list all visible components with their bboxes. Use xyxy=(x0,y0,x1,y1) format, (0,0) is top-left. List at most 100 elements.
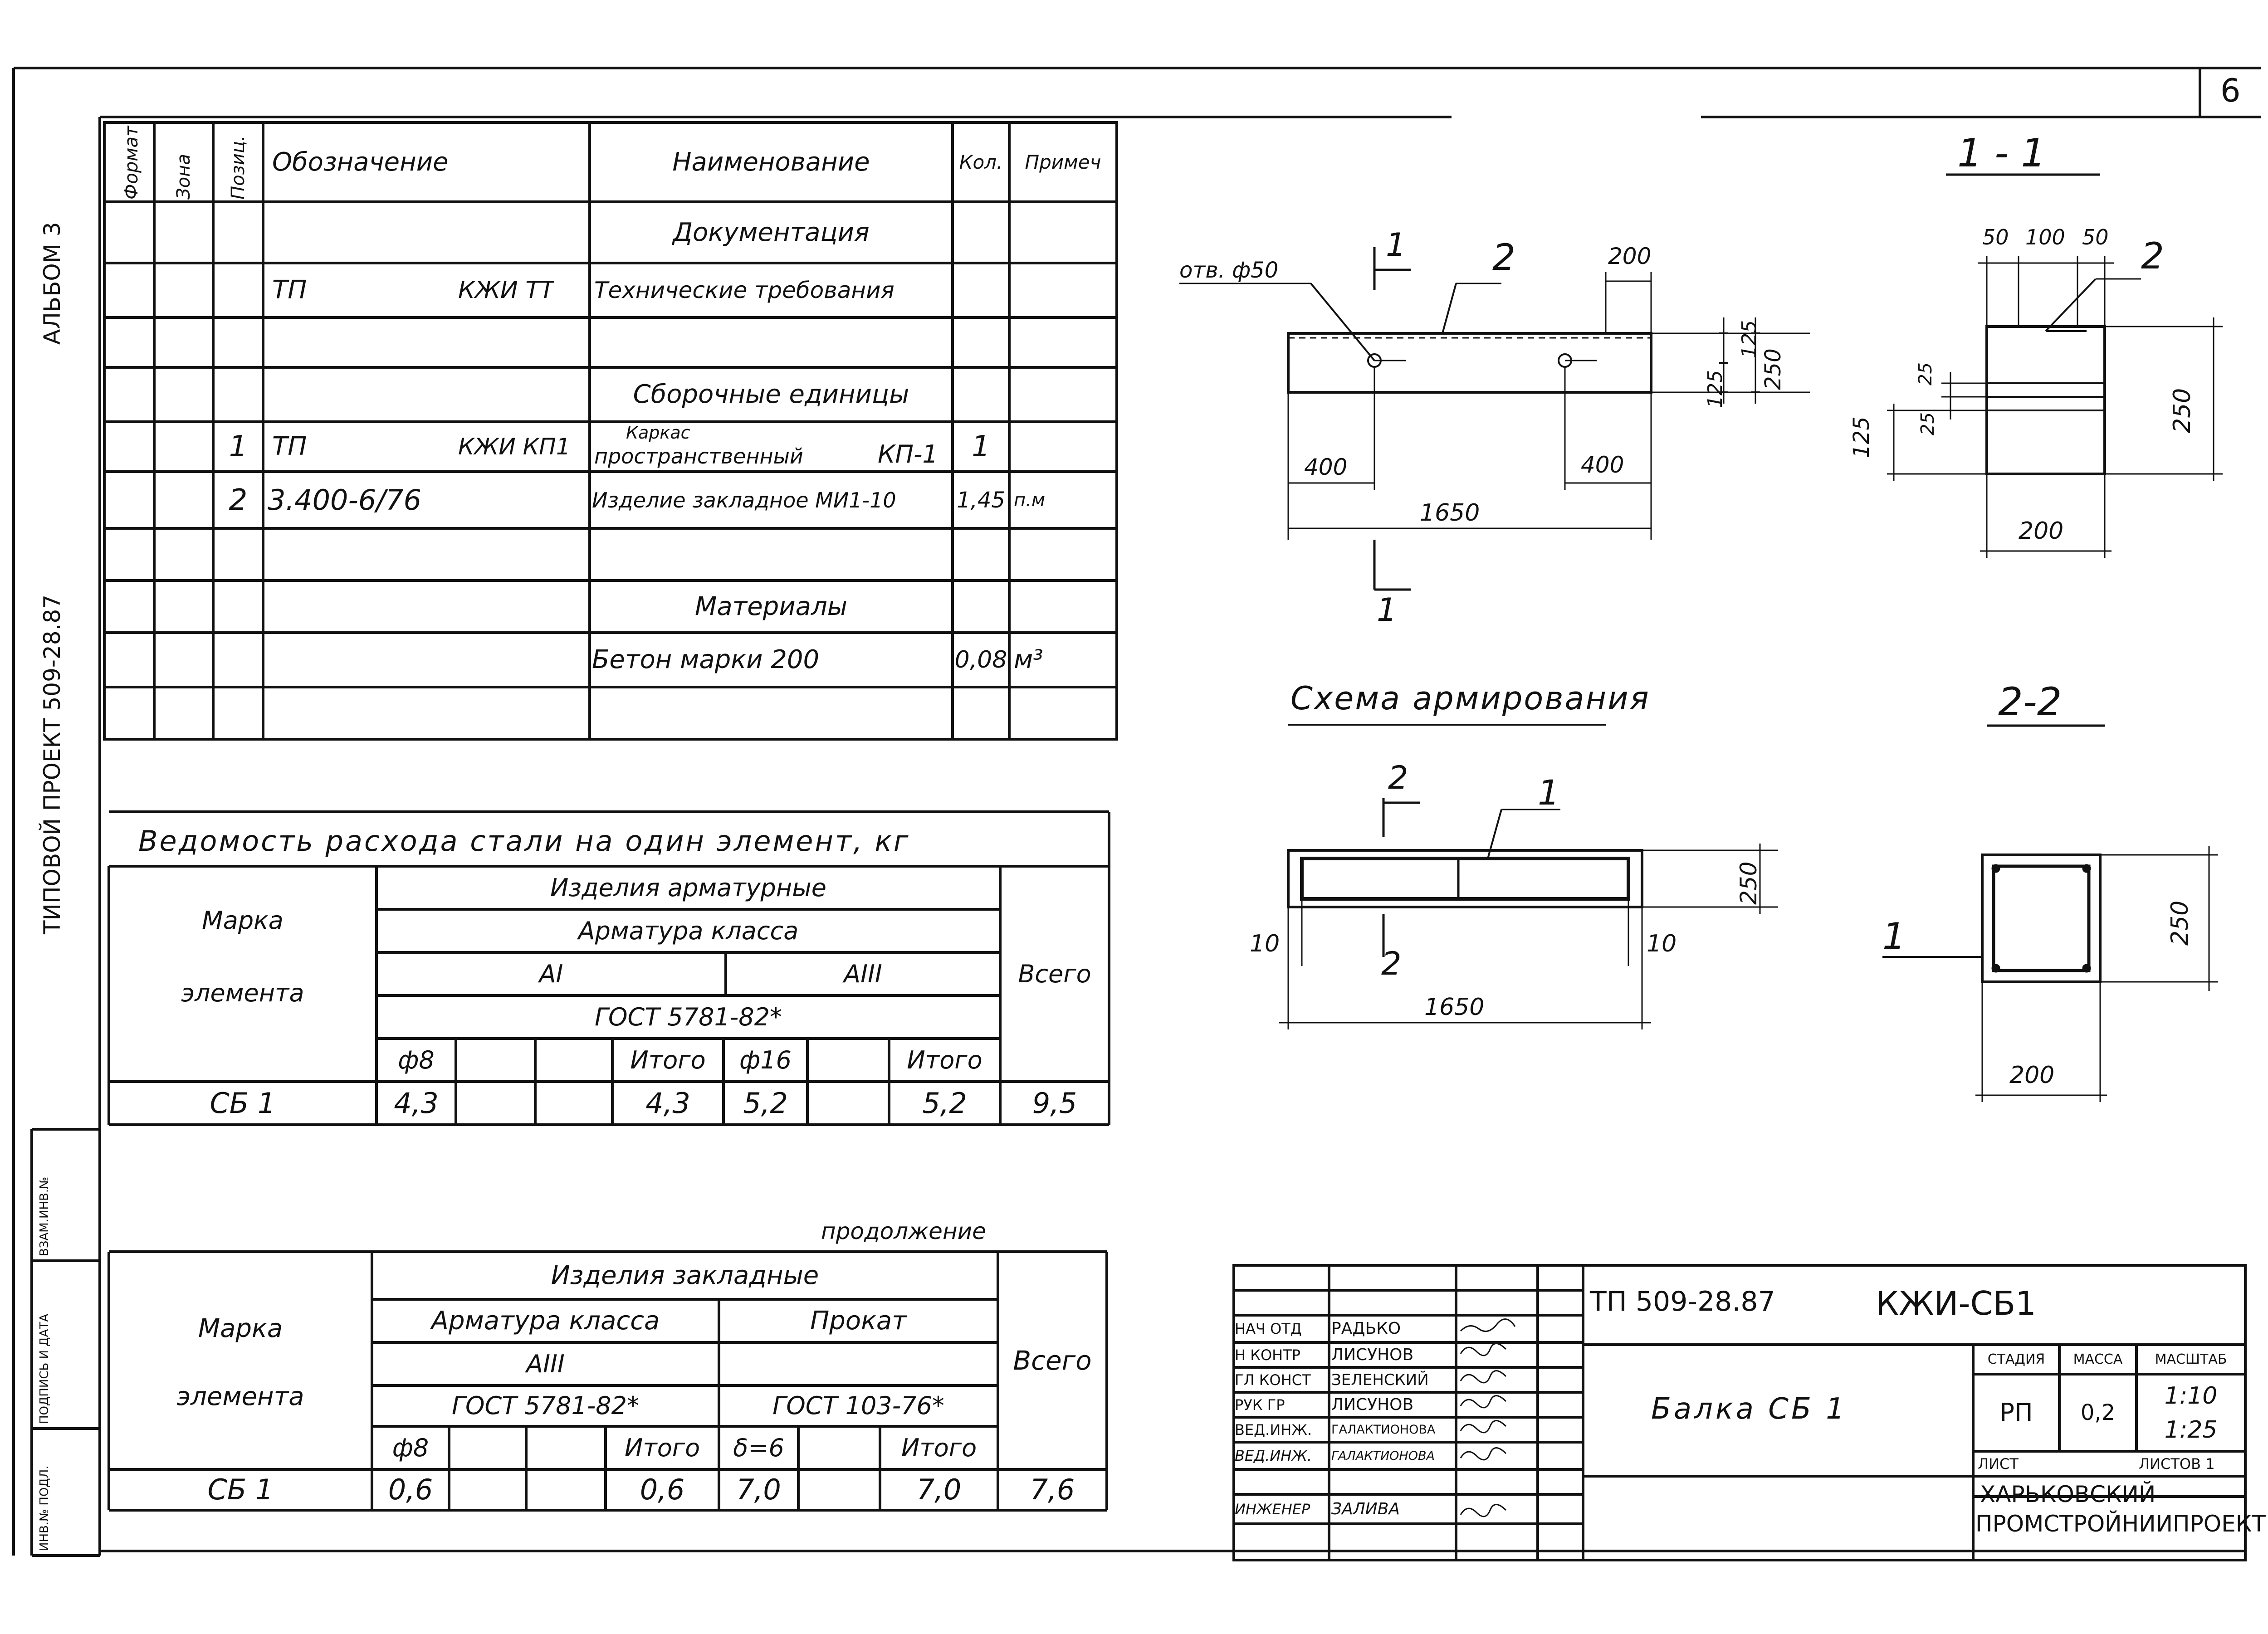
steel1-h-f16: ф16 xyxy=(739,1045,792,1074)
sec22-dim-250: 250 xyxy=(2166,900,2194,946)
steel2-h-d6: δ=6 xyxy=(733,1433,784,1462)
steel1-aiii: АIII xyxy=(844,959,882,988)
sec11-dim-50b: 50 xyxy=(2082,225,2109,249)
stamp-header-massa: МАССА xyxy=(2073,1351,2123,1367)
stamp-list: ЛИСТ xyxy=(1978,1455,2019,1473)
spec-header-zona: Зона xyxy=(173,154,194,200)
sec11-dim-125: 125 xyxy=(1849,416,1874,458)
stamp-role: ВЕД.ИНЖ. xyxy=(1235,1447,1312,1464)
steel2-aiii: АIII xyxy=(526,1349,565,1378)
spec-row1-code-a: ТП xyxy=(272,432,307,461)
steel2-izdelia: Изделия закладные xyxy=(551,1260,819,1290)
steel1-row-f16: 5,2 xyxy=(743,1086,788,1120)
scheme-dim-10-right: 10 xyxy=(1647,930,1677,957)
podpis-label: ПОДПИСЬ И ДАТА xyxy=(38,1313,51,1424)
spec-header-kol: Кол. xyxy=(959,151,1003,173)
spec-row2-poz: 2 xyxy=(229,483,248,517)
steel2-prokat: Прокат xyxy=(810,1306,907,1336)
spec-row1-name-a: Каркас xyxy=(626,423,690,443)
steel1-h-f8: ф8 xyxy=(398,1045,435,1074)
steel1-h-itogo2: Итого xyxy=(907,1045,982,1074)
stamp-role: ИНЖЕНЕР xyxy=(1235,1500,1310,1518)
steel2-row-d6: 7,0 xyxy=(736,1473,781,1506)
stamp-doc: КЖИ-СБ1 xyxy=(1876,1284,2036,1322)
stamp-person-name: ЛИСУНОВ xyxy=(1331,1345,1414,1364)
sec11-dim-50a: 50 xyxy=(1982,225,2009,249)
stamp-org-2: ПРОМСТРОЙНИИПРОЕКТ xyxy=(1975,1511,2266,1537)
steel2-row-marka: СБ 1 xyxy=(207,1473,274,1506)
inv-podl-label: ИНВ.№ ПОДЛ. xyxy=(38,1465,51,1551)
stamp-stadia: РП xyxy=(1999,1398,2033,1427)
spec-row1-name-c: КП-1 xyxy=(878,440,938,468)
steel1-row-vsego: 9,5 xyxy=(1032,1086,1077,1120)
spec-tt-code-b: КЖИ ТТ xyxy=(458,277,554,304)
steel1-row-itogo2: 5,2 xyxy=(922,1086,967,1120)
stamp-person-name: ГАЛАКТИОНОВА xyxy=(1331,1423,1436,1437)
steel1-h-itogo1: Итого xyxy=(630,1045,706,1074)
scheme-cut-2-top: 2 xyxy=(1388,759,1408,796)
steel1-ai: АI xyxy=(539,959,563,988)
steel2-gost2: ГОСТ 103-76* xyxy=(772,1391,944,1420)
sec11-dim-25b: 25 xyxy=(1917,412,1938,435)
signatures xyxy=(1460,1318,1516,1517)
steel1-row-marka: СБ 1 xyxy=(210,1086,276,1120)
spec-section-assembly: Сборочные единицы xyxy=(633,380,909,409)
section-2-2-title: 2-2 xyxy=(1998,679,2062,725)
dim-125-a: 125 xyxy=(1738,320,1761,358)
stamp-role: ВЕД.ИНЖ. xyxy=(1235,1421,1312,1439)
spec-row2-kol: 1,45 xyxy=(957,487,1005,513)
dim-1650: 1650 xyxy=(1420,499,1480,527)
steel2-marka-b: элемента xyxy=(176,1382,304,1411)
sec22-callout-1: 1 xyxy=(1882,915,1906,957)
stamp-role: ГЛ КОНСТ xyxy=(1235,1371,1311,1389)
steel2-row-itogo1: 0,6 xyxy=(640,1473,685,1506)
stamp-role: НАЧ ОТД xyxy=(1235,1320,1302,1337)
steel1-gost: ГОСТ 5781-82* xyxy=(594,1002,782,1031)
spec-header-poz: Позиц. xyxy=(228,135,249,200)
spec-header-prim: Примеч xyxy=(1025,151,1101,173)
spec-row2-code: 3.400-6/76 xyxy=(268,483,422,517)
spec-header-oboz: Обозначение xyxy=(272,147,449,177)
spec-row1-code-b: КЖИ КП1 xyxy=(458,434,571,460)
spec-row2-prim: п.м xyxy=(1014,489,1046,511)
steel2-marka-a: Марка xyxy=(198,1314,283,1343)
spec-row1-name-b: пространственный xyxy=(594,444,803,468)
sec11-dim-25a: 25 xyxy=(1915,362,1936,385)
sheet-number: 6 xyxy=(2220,72,2241,109)
steel1-row-f8: 4,3 xyxy=(394,1086,439,1120)
cut-mark-1-top: 1 xyxy=(1386,226,1406,263)
sec11-dim-250: 250 xyxy=(2169,388,2196,433)
stamp-person-name: РАДЬКО xyxy=(1331,1319,1401,1338)
dim-125-b: 125 xyxy=(1704,370,1727,408)
spec-row3-kol: 0,08 xyxy=(954,646,1007,673)
sec11-dim-100: 100 xyxy=(2025,225,2065,249)
dim-400-b: 400 xyxy=(1581,452,1624,478)
stamp-title: Балка СБ 1 xyxy=(1651,1392,1847,1426)
steel2-armatura: Арматура класса xyxy=(431,1306,660,1336)
spec-header-naim: Наименование xyxy=(672,147,870,177)
steel1-izdelia: Изделия арматурные xyxy=(550,873,826,902)
spec-header-format: Формат xyxy=(121,126,142,200)
spec-row2-name: Изделие закладное МИ1-10 xyxy=(592,488,896,512)
steel2-h-itogo1: Итого xyxy=(624,1433,700,1462)
scheme-cut-2-bottom: 2 xyxy=(1381,945,1402,982)
cut-mark-1-bottom: 1 xyxy=(1377,591,1397,629)
dim-250: 250 xyxy=(1760,348,1786,390)
stamp-role: РУК ГР xyxy=(1235,1396,1285,1414)
hole-label: отв. ф50 xyxy=(1179,258,1279,283)
spec-tt-name: Технические требования xyxy=(594,277,894,303)
steel1-armatura: Арматура класса xyxy=(578,916,799,945)
steel1-title: Ведомость расхода стали на один элемент,… xyxy=(138,824,910,858)
spec-row1-kol: 1 xyxy=(972,430,990,463)
steel1-row-itogo1: 4,3 xyxy=(645,1086,690,1120)
spec-tt-code-a: ТП xyxy=(272,275,307,305)
stamp-person-name: ЛИСУНОВ xyxy=(1331,1395,1414,1414)
steel1-marka-a: Марка xyxy=(202,906,284,935)
scheme-callout-1: 1 xyxy=(1538,772,1560,813)
steel2-gost1: ГОСТ 5781-82* xyxy=(451,1391,640,1420)
album-label: АЛЬБОМ 3 xyxy=(39,222,65,345)
stamp-scale-2: 1:25 xyxy=(2164,1416,2218,1444)
scheme-dim-1650: 1650 xyxy=(1424,994,1485,1021)
stamp-header-masshtab: МАСШТАБ xyxy=(2155,1351,2227,1367)
steel2-row-itogo2: 7,0 xyxy=(916,1473,962,1506)
